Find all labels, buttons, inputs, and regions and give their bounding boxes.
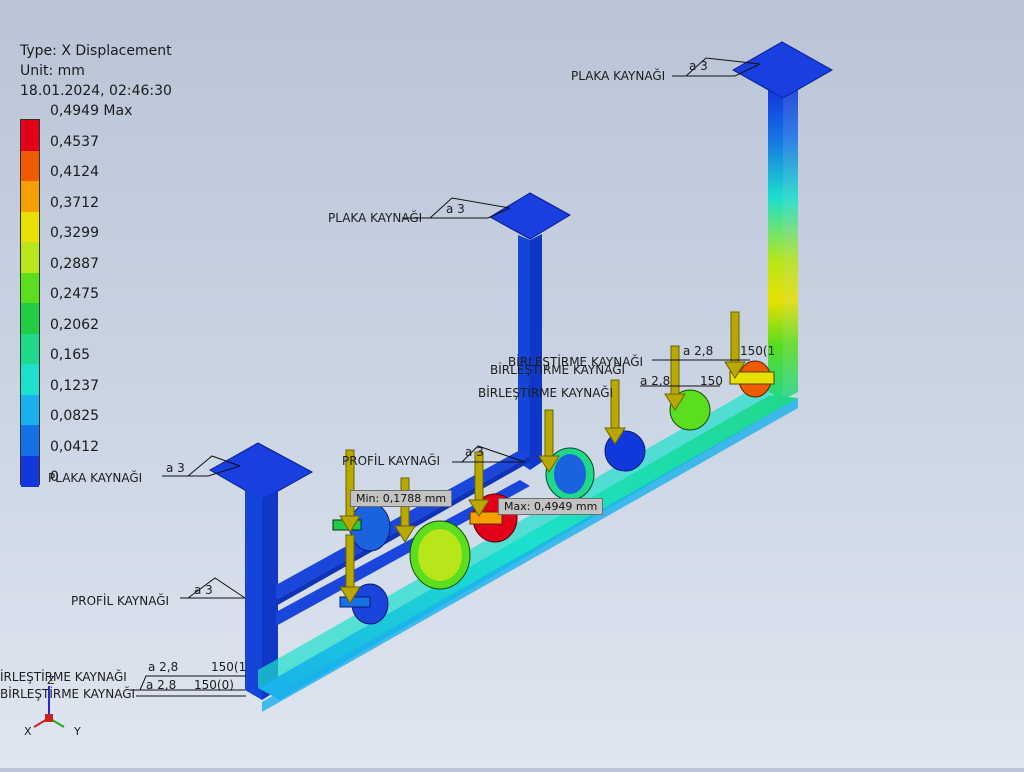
weld-label-joint-left: İRLEŞTİRME KAYNAĞI (0, 669, 127, 684)
right-post (731, 41, 834, 400)
weld-size-joint-right-1: a 2,8 (683, 344, 713, 358)
legend-value: 0,3299 (50, 225, 99, 241)
result-timestamp: 18.01.2024, 02:46:30 (20, 83, 172, 99)
weld-size-joint-left-2: a 2,8 (146, 678, 176, 692)
view-triad[interactable]: Z X Y (24, 674, 81, 738)
legend-band (21, 303, 39, 334)
weld-label-middle-plate: PLAKA KAYNAĞI (328, 210, 422, 225)
legend-band (21, 211, 39, 243)
weld-label-left-plate: PLAKA KAYNAĞI (48, 470, 142, 485)
weld-length-joint-left-2: 150(0) (194, 678, 234, 692)
result-unit-label: Unit: mm (20, 63, 85, 79)
weld-annotations (130, 57, 761, 697)
weld-size-joint-left: a 2,8 (148, 660, 178, 674)
legend-band (21, 455, 39, 487)
legend-value: 0,165 (50, 347, 91, 363)
legend-band (21, 364, 39, 395)
weld-label-profile-left: PROFİL KAYNAĞI (71, 593, 169, 608)
weld-length-joint-left: 150(1 (211, 660, 246, 674)
legend-band (21, 272, 39, 304)
triad-z-label: Z (47, 674, 55, 687)
triad-origin-icon (45, 714, 53, 722)
legend-value: 0,4949 Max (50, 103, 133, 119)
legend-band (21, 425, 39, 456)
min-probe-callout[interactable]: Min: 0,1788 mm (350, 490, 453, 507)
result-type-label: Type: X Displacement (20, 43, 172, 59)
weld-size-right-plate: a 3 (689, 59, 708, 73)
legend-band (21, 150, 39, 182)
weld-label-right-plate: PLAKA KAYNAĞI (571, 68, 665, 83)
max-probe-callout[interactable]: Max: 0,4949 mm (498, 498, 604, 515)
triad-y-label: Y (73, 725, 81, 738)
legend-band (21, 333, 39, 365)
weld-size-joint-right-2: a 2,8 (640, 374, 670, 388)
middle-post (488, 192, 572, 470)
legend-value: 0,2475 (50, 286, 99, 302)
legend-value: 0 (50, 469, 59, 485)
legend-value: 0,2887 (50, 255, 99, 272)
legend-band (21, 394, 39, 426)
legend-band (21, 242, 39, 273)
weld-length-joint-right-2: 150 (700, 374, 723, 388)
weld-length-joint-right-1: 150(1 (740, 344, 775, 358)
color-legend-bar (20, 119, 40, 487)
weld-label-joint-right-1: BİRLEŞTİRME KAYNAĞI (508, 354, 643, 369)
legend-band (21, 181, 39, 212)
weld-label-joint-right-2: BİRLEŞTİRME KAYNAĞI (490, 362, 625, 377)
weld-label-joint-left-overlap: BİRLEŞTİRME KAYNAĞI (0, 686, 135, 701)
legend-value: 0,4537 (50, 133, 99, 150)
weld-size-left-plate: a 3 (166, 461, 185, 475)
legend-value: 0,0825 (50, 408, 99, 424)
legend-band (21, 120, 39, 151)
weld-size-middle-plate: a 3 (446, 202, 465, 216)
legend-value: 0,2062 (50, 316, 99, 333)
load-arrows (339, 311, 746, 604)
left-post (208, 442, 314, 700)
weld-label-profile-middle: PROFİL KAYNAĞI (342, 453, 440, 468)
legend-value: 0,3712 (50, 194, 99, 211)
legend-value: 0,0412 (50, 438, 99, 455)
weld-size-profile-middle: a 3 (465, 445, 484, 459)
weld-label-joint-right-3: BİRLEŞTİRME KAYNAĞI (478, 385, 613, 400)
legend-value: 0,4124 (50, 164, 99, 180)
weld-size-profile-left: a 3 (194, 583, 213, 597)
triad-x-label: X (24, 725, 32, 738)
legend-value: 0,1237 (50, 377, 99, 394)
